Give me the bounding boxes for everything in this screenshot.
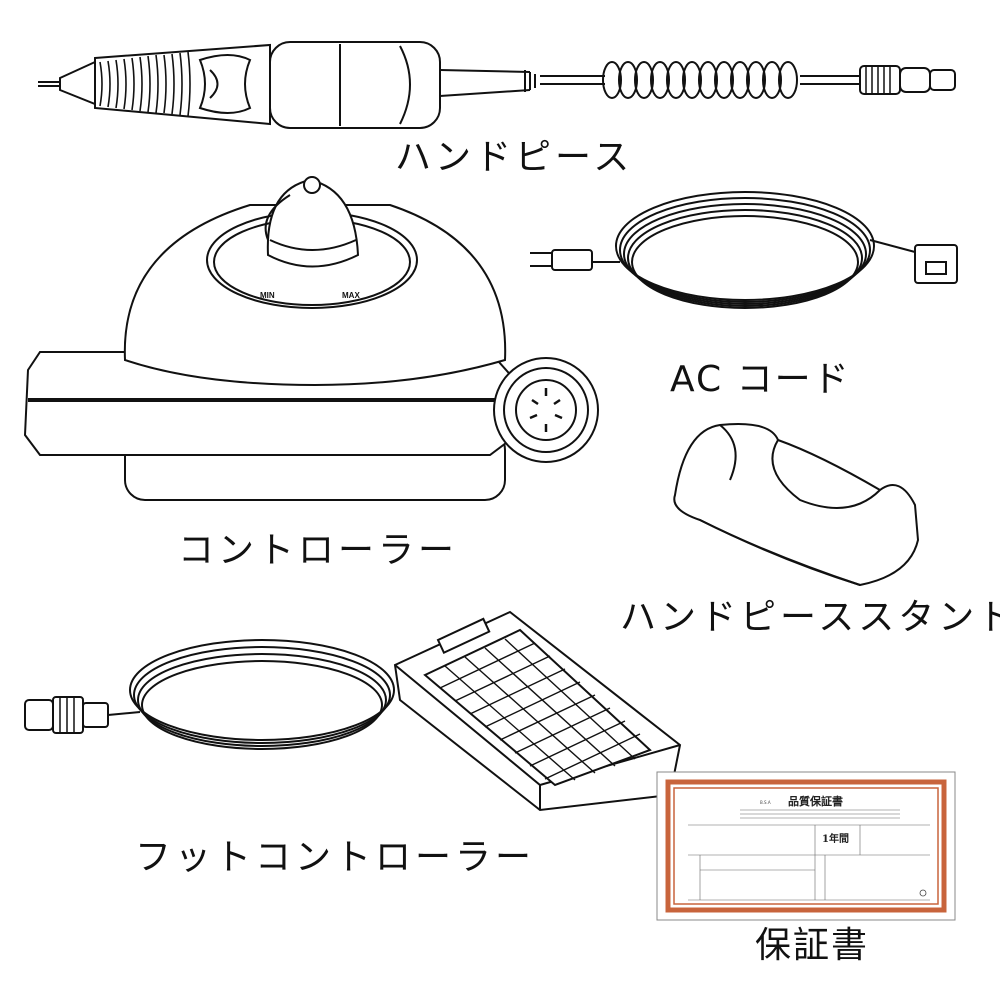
dial-min-label: MIN (260, 291, 275, 300)
warranty-card-period: 1年間 (822, 832, 849, 845)
handpiece-stand-label: ハンドピーススタンド (620, 597, 1000, 638)
controller-icon: MIN MAX (23, 176, 599, 501)
ac-cord-label: AC コード (670, 359, 851, 400)
warranty-card-brand: B.S.A (760, 800, 771, 805)
dial-max-label: MAX (342, 291, 360, 300)
foot-controller-label: フットコントローラー (135, 837, 536, 878)
warranty-card-title: 品質保証書 (788, 794, 843, 808)
controller-label: コントローラー (178, 530, 459, 571)
handpiece-stand-icon (673, 423, 920, 587)
handpiece-label: ハンドピース (395, 137, 634, 178)
handpiece-icon (38, 41, 956, 129)
warranty-card-icon: 品質保証書 B.S.A 1年間 (656, 771, 956, 921)
foot-controller-icon (24, 610, 682, 812)
warranty-label: 保証書 (755, 925, 870, 966)
ac-cord-icon (530, 191, 958, 309)
